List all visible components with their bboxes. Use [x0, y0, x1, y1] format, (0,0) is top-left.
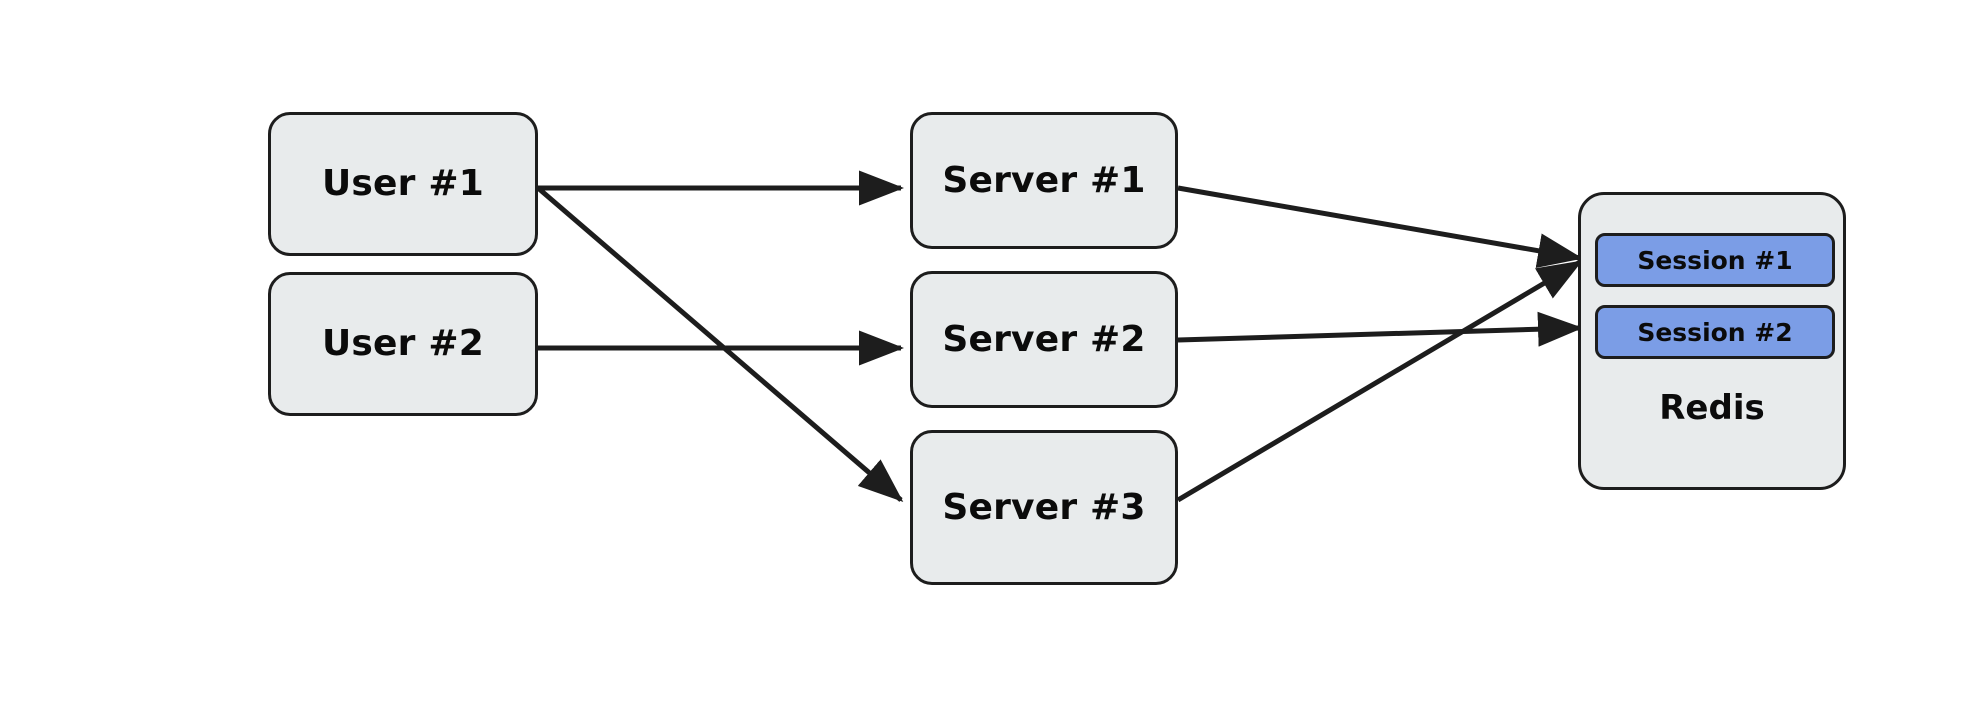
node-server-2[interactable]: Server #2 — [910, 271, 1178, 408]
edge-server3-session1 — [1176, 259, 1583, 503]
node-user-1-label: User #1 — [322, 163, 484, 204]
node-user-2-label: User #2 — [322, 323, 484, 364]
node-server-2-label: Server #2 — [942, 318, 1146, 360]
node-user-1[interactable]: User #1 — [268, 112, 538, 256]
node-server-1-label: Server #1 — [942, 159, 1146, 201]
node-server-1[interactable]: Server #1 — [910, 112, 1178, 249]
node-server-3[interactable]: Server #3 — [910, 430, 1178, 585]
node-session-2-label: Session #2 — [1637, 317, 1793, 347]
node-session-2[interactable]: Session #2 — [1595, 305, 1835, 359]
edge-server1-session1 — [1177, 185, 1583, 269]
node-redis-label: Redis — [1659, 388, 1765, 428]
node-session-1-label: Session #1 — [1637, 245, 1793, 275]
node-redis[interactable]: Session #1 Session #2 Redis — [1578, 192, 1846, 490]
edge-server2-session2 — [1177, 311, 1583, 347]
edge-user1-server3 — [536, 186, 904, 502]
node-session-1[interactable]: Session #1 — [1595, 233, 1835, 287]
node-user-2[interactable]: User #2 — [268, 272, 538, 416]
node-server-3-label: Server #3 — [942, 486, 1146, 528]
